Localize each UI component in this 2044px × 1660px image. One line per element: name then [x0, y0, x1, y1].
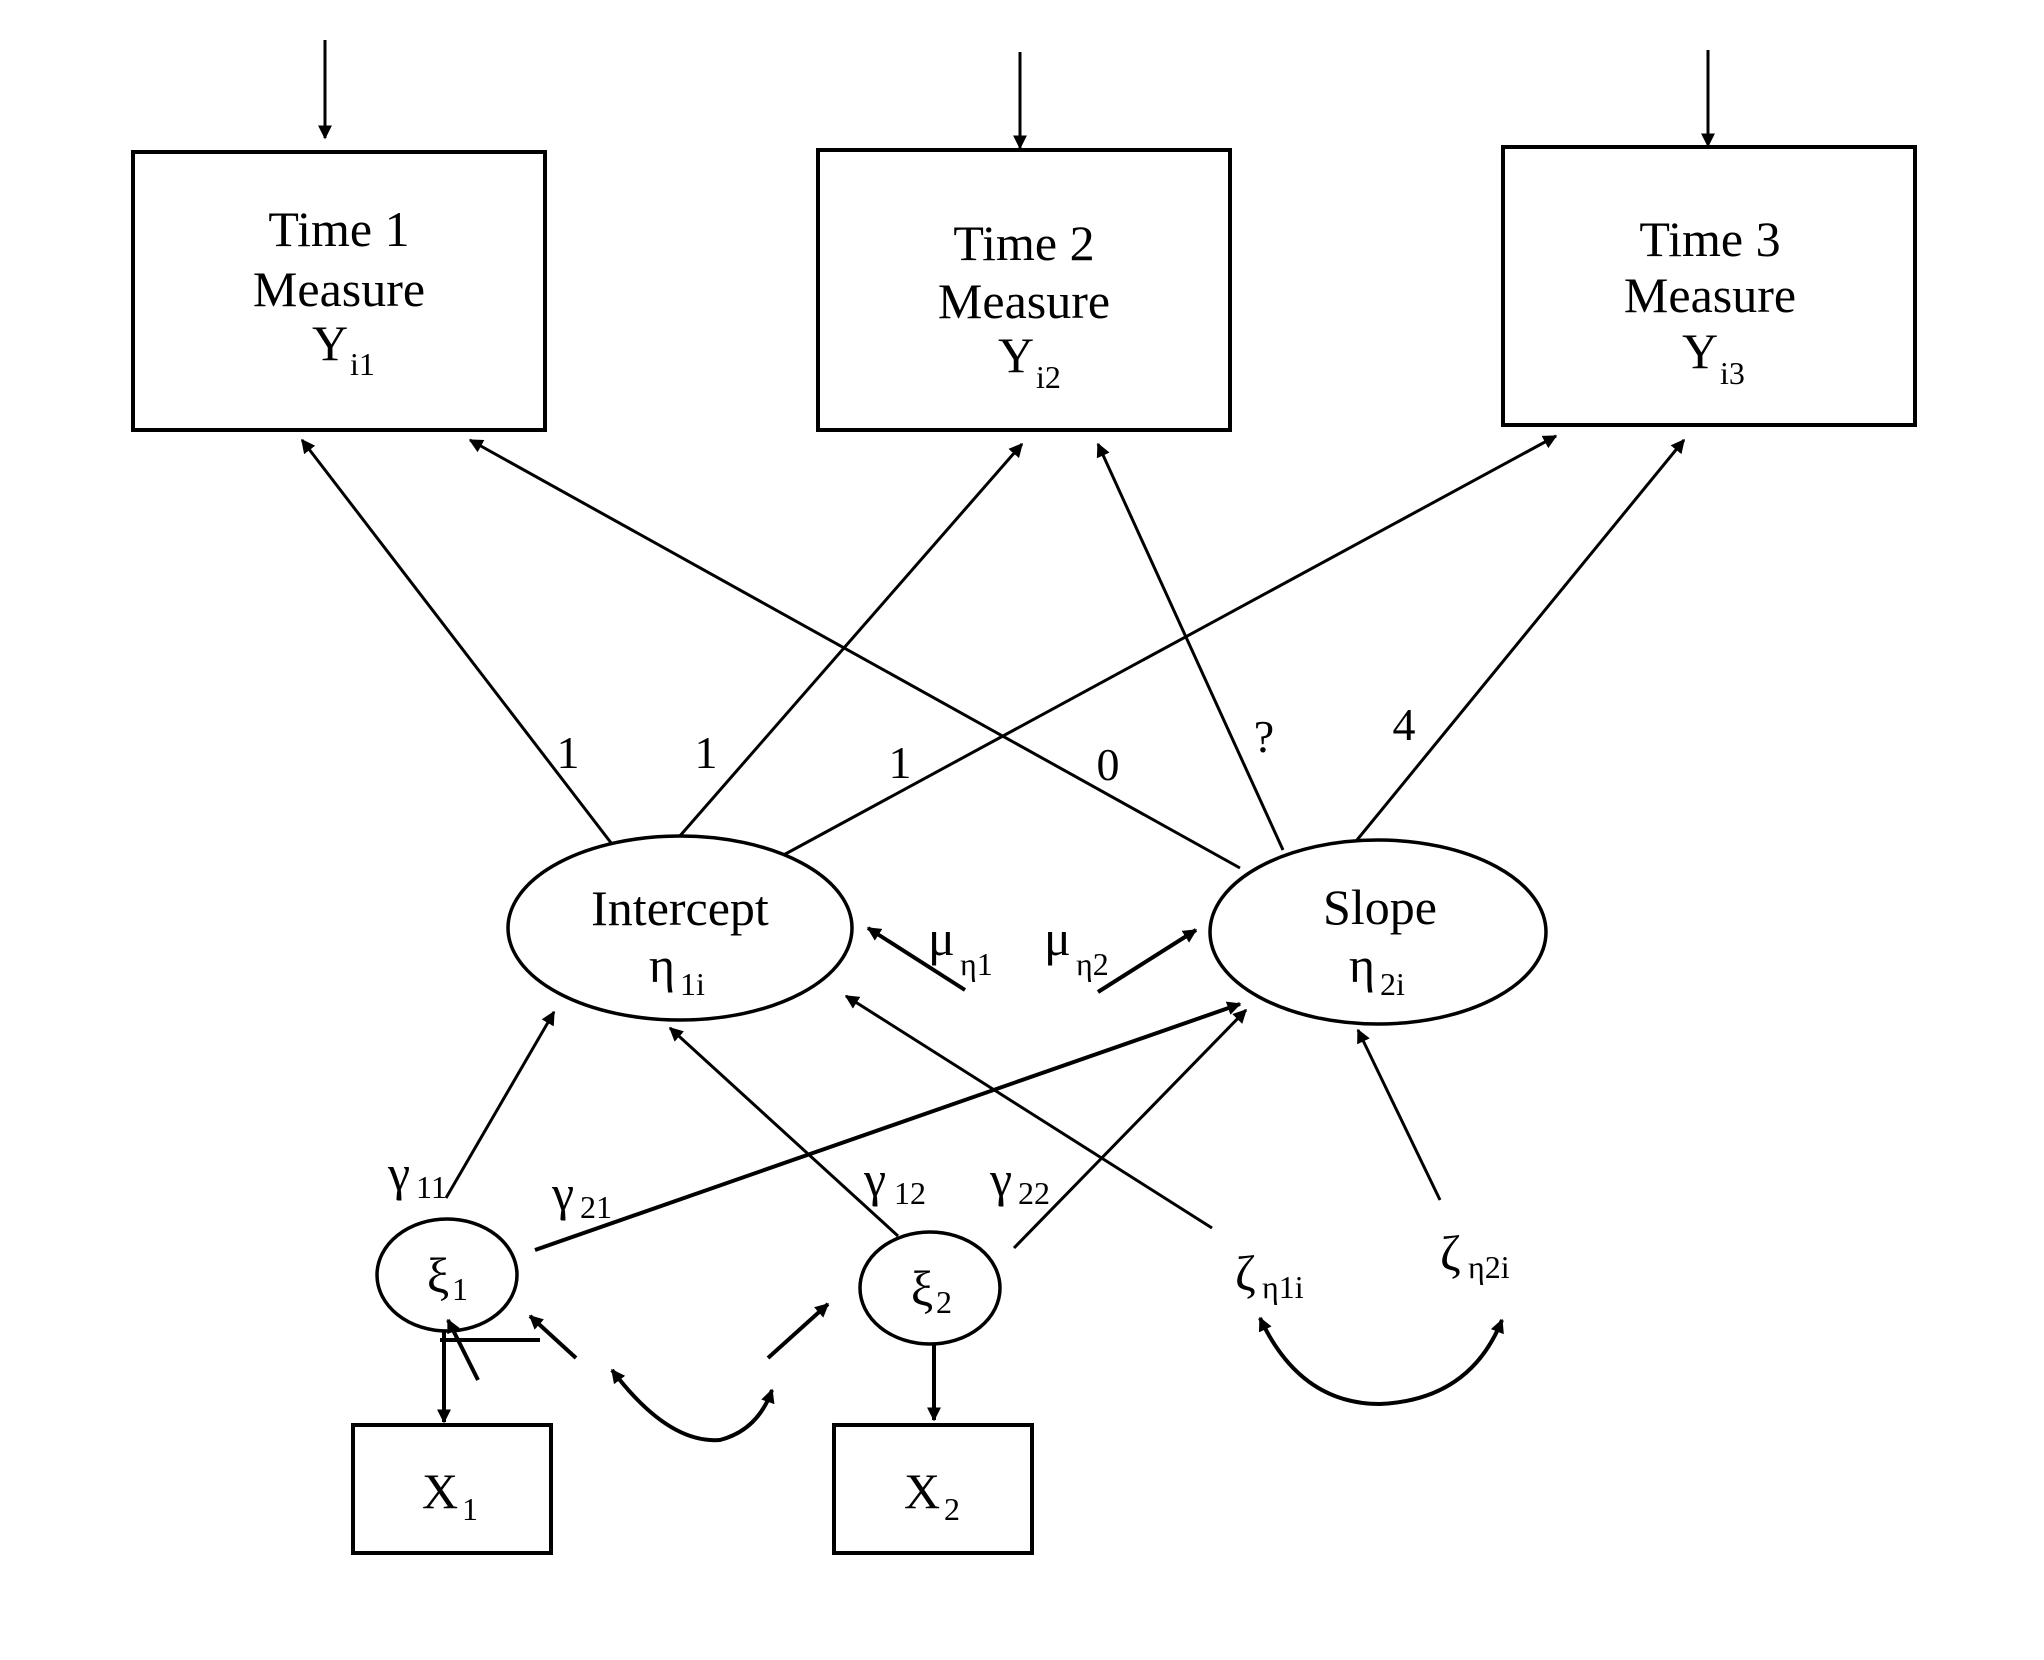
intercept-symbol: η — [649, 937, 675, 993]
slope-subscript: 2i — [1380, 966, 1405, 1002]
measure-time-label: Time 1 — [268, 201, 409, 257]
loading-slope-y3: 4 — [1393, 699, 1416, 750]
mean-arrow-slope — [1096, 928, 1198, 994]
measure-box-time2: Time 2 Measure Y i2 — [816, 148, 1232, 432]
zeta-subscript: η2i — [1468, 1249, 1510, 1285]
gamma-22-label: γ 22 — [989, 1151, 1050, 1211]
measure-time-label: Time 3 — [1639, 211, 1780, 267]
gamma-symbol: γ — [989, 1151, 1012, 1207]
gamma-subscript: 12 — [894, 1175, 926, 1211]
path-intercept-to-y3 — [777, 434, 1558, 860]
measure-subscript: i1 — [350, 346, 375, 382]
measure-symbol: Y — [312, 315, 348, 371]
cov-xi2-arrow — [766, 1302, 830, 1360]
path-xi2-to-intercept — [668, 1026, 900, 1238]
gamma-12-label: γ 12 — [863, 1151, 926, 1211]
cov-xi1-xi2 — [446, 1318, 480, 1381]
cov-zeta1-zeta2 — [1258, 1316, 1504, 1407]
zeta2-label: ζ η2i — [1440, 1225, 1510, 1285]
xi-subscript: 1 — [452, 1271, 468, 1307]
measure-box-time3: Time 3 Measure Y i3 — [1501, 145, 1917, 427]
zeta-subscript: η1i — [1262, 1269, 1304, 1305]
x-symbol: X — [904, 1463, 940, 1519]
xi2-node: ξ 2 — [858, 1230, 1002, 1346]
measure-subscript: i2 — [1036, 359, 1061, 395]
mu-subscript: η2 — [1076, 946, 1109, 982]
loading-slope-y2: ? — [1254, 711, 1274, 762]
loading-intercept-y1: 1 — [557, 727, 580, 778]
mean-arrow-intercept — [866, 926, 967, 992]
path-xi2-to-slope — [1012, 1008, 1248, 1250]
gamma-subscript: 22 — [1018, 1175, 1050, 1211]
measure-symbol: Y — [1682, 323, 1718, 379]
path-slope-to-y3 — [1355, 438, 1686, 841]
mu-symbol: μ — [1044, 910, 1071, 966]
xi-subscript: 2 — [936, 1284, 952, 1320]
mean-label-intercept: μ η1 — [928, 910, 993, 982]
measure-name-label: Measure — [253, 261, 425, 317]
gamma-21-label: γ 21 — [551, 1165, 612, 1225]
path-xi1-to-intercept — [444, 1010, 556, 1199]
slope-factor: Slope η 2i — [1208, 838, 1548, 1026]
gamma-subscript: 11 — [416, 1169, 447, 1205]
measure-box-time1: Time 1 Measure Y i1 — [131, 150, 547, 432]
intercept-subscript: 1i — [680, 966, 705, 1002]
mu-subscript: η1 — [960, 946, 993, 982]
measure-name-label: Measure — [1624, 267, 1796, 323]
slope-label: Slope — [1323, 879, 1437, 935]
xi-symbol: ξ — [427, 1247, 449, 1303]
measure-symbol: Y — [998, 327, 1034, 383]
path-zeta1-to-intercept — [844, 994, 1213, 1230]
gamma-symbol: γ — [551, 1165, 574, 1221]
measure-time-label: Time 2 — [953, 215, 1094, 271]
path-intercept-to-y2 — [670, 442, 1024, 846]
zeta-symbol: ζ — [1235, 1245, 1256, 1301]
x-symbol: X — [422, 1463, 458, 1519]
measure-subscript: i3 — [1720, 355, 1745, 391]
gamma-symbol: γ — [387, 1145, 410, 1201]
zeta-symbol: ζ — [1440, 1225, 1461, 1281]
x1-box: X 1 — [351, 1423, 553, 1555]
x-subscript: 1 — [462, 1491, 478, 1527]
gamma-symbol: γ — [863, 1151, 886, 1207]
gamma-11-label: γ 11 — [387, 1145, 447, 1205]
x2-box: X 2 — [832, 1423, 1034, 1555]
xi1-node: ξ 1 — [375, 1217, 519, 1333]
path-xi1-to-slope — [534, 1001, 1242, 1252]
loading-intercept-y3: 1 — [889, 737, 912, 788]
zeta1-label: ζ η1i — [1235, 1245, 1304, 1305]
loading-intercept-y2: 1 — [695, 727, 718, 778]
cov-xi1-arrowhead — [528, 1314, 578, 1360]
measure-name-label: Measure — [938, 273, 1110, 329]
slope-symbol: η — [1349, 937, 1375, 993]
path-slope-to-y2 — [1096, 442, 1285, 851]
path-slope-to-y1 — [468, 438, 1241, 870]
mu-symbol: μ — [928, 910, 955, 966]
cov-xi1-xi2-curve — [610, 1368, 775, 1443]
xi-symbol: ξ — [911, 1260, 933, 1316]
intercept-label: Intercept — [591, 880, 769, 936]
path-zeta2-to-slope — [1356, 1028, 1442, 1201]
mean-label-slope: μ η2 — [1044, 910, 1109, 982]
x-subscript: 2 — [944, 1491, 960, 1527]
intercept-factor: Intercept η 1i — [506, 834, 854, 1022]
gamma-subscript: 21 — [580, 1189, 612, 1225]
loading-slope-y1: 0 — [1097, 739, 1120, 790]
path-intercept-to-y1 — [300, 438, 617, 849]
